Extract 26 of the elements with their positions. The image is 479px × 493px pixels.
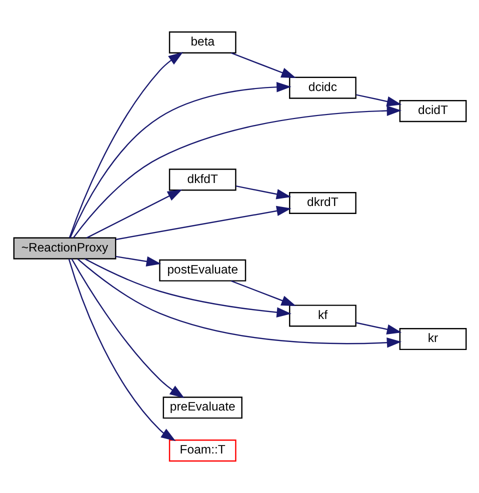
arrow bbox=[68, 52, 183, 238]
arrow bbox=[68, 259, 176, 442]
arrow bbox=[72, 106, 402, 238]
node-box: ~ReactionProxy bbox=[12, 237, 116, 260]
arrow bbox=[84, 258, 291, 318]
node-box: kr bbox=[398, 328, 466, 350]
arrow bbox=[86, 189, 182, 238]
arrow bbox=[230, 52, 296, 78]
arrow bbox=[69, 82, 291, 238]
arrow bbox=[115, 206, 291, 240]
node-box: dcidT bbox=[398, 100, 466, 122]
arrow bbox=[356, 94, 402, 106]
arrow bbox=[76, 258, 402, 348]
arrow bbox=[230, 280, 296, 306]
node-box: preEvaluate bbox=[162, 396, 242, 419]
arrow bbox=[115, 256, 161, 267]
node-box: dkrdT bbox=[288, 192, 356, 214]
node-box: postEvaluate bbox=[158, 259, 246, 282]
node-box: beta bbox=[168, 31, 236, 54]
arrow bbox=[356, 322, 402, 334]
arrow bbox=[235, 185, 291, 200]
node-box: dkfdT bbox=[168, 168, 236, 191]
node-box: dcidc bbox=[288, 76, 356, 99]
arrow bbox=[70, 258, 184, 398]
node-box: kf bbox=[288, 304, 356, 327]
node-box: Foam::T bbox=[168, 440, 236, 462]
